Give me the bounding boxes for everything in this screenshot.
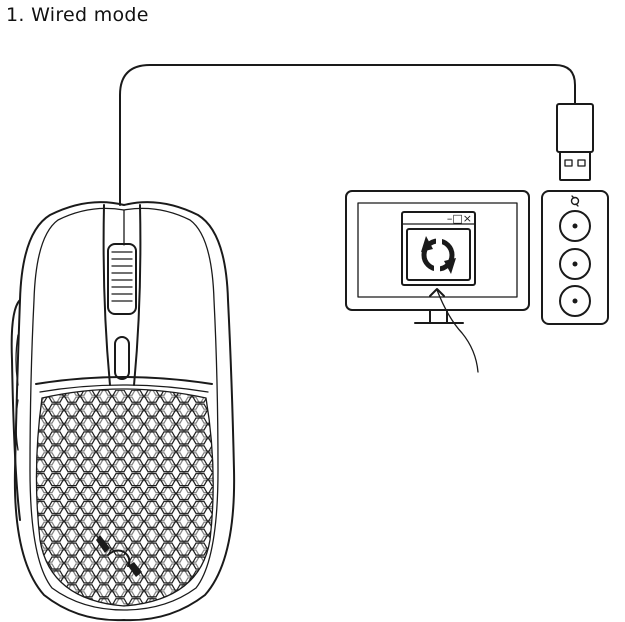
usb-cable <box>119 64 576 206</box>
tower-logo-icon <box>570 195 580 207</box>
window-controls: –□× <box>447 212 472 225</box>
diagram-heading: 1. Wired mode <box>6 4 149 26</box>
usb-plug-icon <box>556 103 594 181</box>
scroll-wheel <box>107 243 137 315</box>
honeycomb-shell <box>36 390 214 606</box>
gaming-mouse-icon <box>10 201 236 622</box>
app-logo-icon <box>421 236 456 274</box>
app-window-icon: –□× <box>401 211 476 286</box>
pc-tower-icon <box>541 190 609 325</box>
dpi-button <box>114 336 130 380</box>
cursor-arrow-icon <box>429 288 479 373</box>
side-buttons <box>10 299 21 521</box>
mouse-body <box>13 201 236 622</box>
monitor-icon <box>345 190 530 324</box>
